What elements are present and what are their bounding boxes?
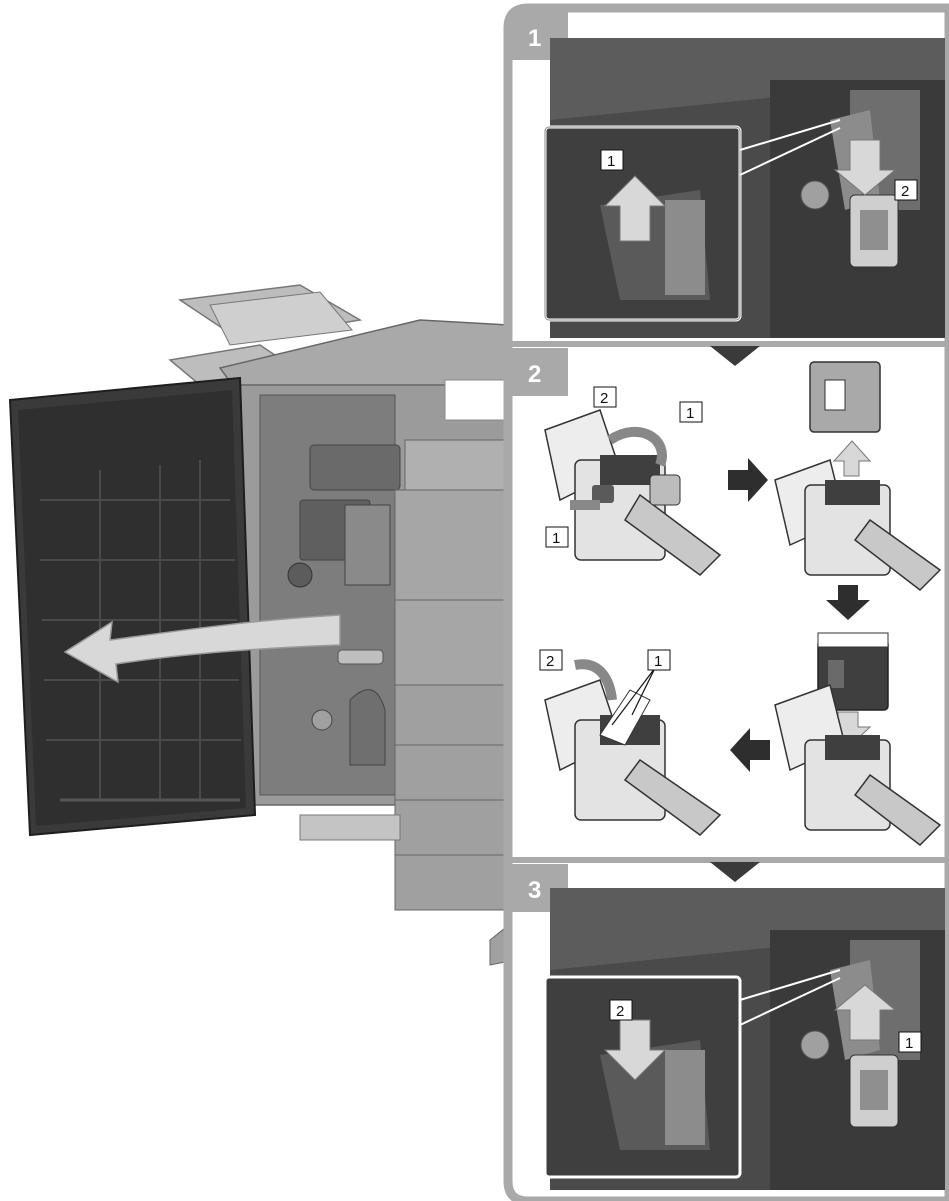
lower-knob-icon xyxy=(312,710,332,730)
paper-drawers xyxy=(395,380,515,910)
callout-label: 2 xyxy=(546,653,554,670)
front-door xyxy=(10,378,255,835)
finisher-machine xyxy=(10,285,515,965)
step-number: 2 xyxy=(528,361,541,388)
handle xyxy=(338,650,383,664)
callout-label: 1 xyxy=(654,653,662,670)
callout-label: 1 xyxy=(905,1035,913,1052)
callout-label: 1 xyxy=(552,530,560,547)
step-number: 3 xyxy=(528,877,541,904)
step-1: 1 1 2 xyxy=(512,12,945,338)
rotary-knob-icon xyxy=(288,563,312,587)
step-number: 1 xyxy=(528,25,541,52)
step-3: 3 2 1 xyxy=(512,864,945,1190)
callout-label: 1 xyxy=(686,405,694,422)
callout-label: 1 xyxy=(607,153,615,170)
callout-label: 2 xyxy=(616,1003,624,1020)
callout-label: 2 xyxy=(901,183,909,200)
callout-label: 2 xyxy=(600,390,608,407)
